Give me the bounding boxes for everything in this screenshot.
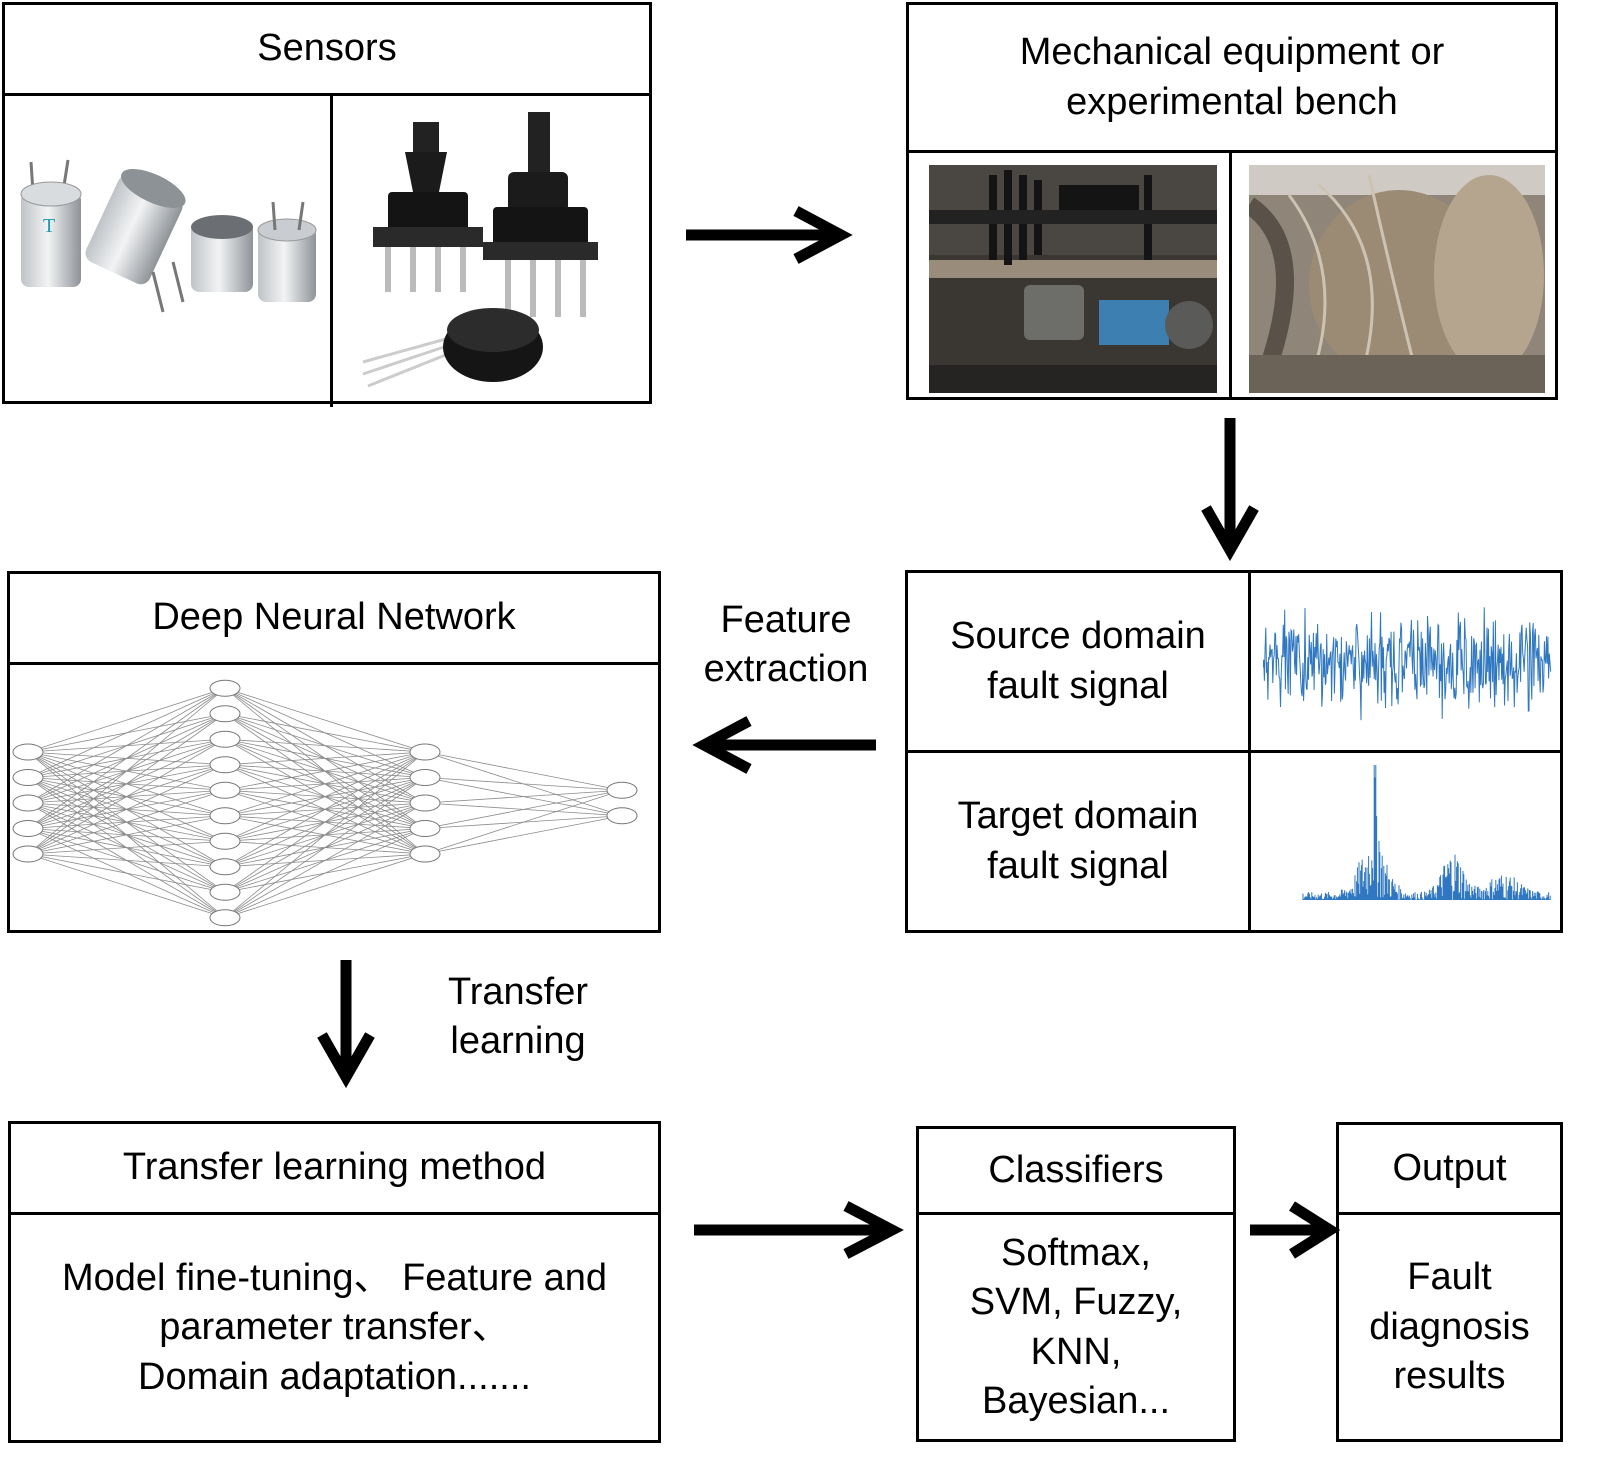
arrow-left-icon (692, 716, 876, 774)
network-edge (224, 853, 426, 919)
network-edge (224, 751, 426, 868)
network-node (12, 743, 44, 761)
dnn-box: Deep Neural Network (7, 571, 661, 933)
source-signal-label: Source domain fault signal (950, 615, 1206, 707)
network-node (409, 769, 441, 786)
svg-text:T: T (43, 215, 55, 237)
dnn-title: Deep Neural Network (10, 574, 658, 665)
arrow-right-icon (686, 206, 853, 264)
equipment-title: Mechanical equipment or experimental ben… (909, 5, 1555, 153)
network-edge (424, 789, 623, 855)
output-results: Fault diagnosis results (1369, 1256, 1530, 1398)
network-node (12, 845, 44, 863)
classifiers-box: Classifiers Softmax, SVM, Fuzzy, KNN, Ba… (916, 1126, 1236, 1442)
source-signal-waveform (1263, 607, 1552, 721)
network-edge (224, 802, 426, 919)
network-edge (224, 738, 426, 753)
network-node (12, 769, 44, 786)
network-node (209, 883, 241, 901)
network-edge (424, 815, 623, 855)
arrow-right-icon (694, 1201, 904, 1259)
arrow-down-icon (1201, 418, 1259, 562)
network-node (209, 730, 241, 748)
network-node (209, 858, 241, 876)
network-edge (27, 789, 226, 855)
network-node (209, 756, 241, 774)
signals-box: Source domain fault signal Target domain… (905, 570, 1563, 933)
output-box: Output Fault diagnosis results (1336, 1122, 1563, 1442)
network-edge (224, 687, 426, 753)
network-node (209, 679, 241, 697)
network-edge (224, 777, 426, 919)
sensors-title: Sensors (5, 5, 649, 96)
network-edge (424, 789, 623, 829)
network-edge (27, 840, 226, 855)
network-edge (27, 687, 226, 804)
ultrasonic-sensors-icon: T (5, 96, 330, 407)
network-node (209, 705, 241, 723)
network-node (606, 807, 638, 825)
network-edge (27, 713, 226, 855)
network-node (209, 807, 241, 825)
network-node (209, 781, 241, 799)
network-edge (27, 687, 226, 855)
network-node (606, 781, 638, 799)
network-edge (27, 687, 226, 753)
network-edge (224, 751, 426, 766)
network-edge (27, 738, 226, 855)
arrow-right-icon (1250, 1201, 1341, 1259)
network-edge (424, 751, 623, 791)
classifiers-list: Softmax, SVM, Fuzzy, KNN, Bayesian... (969, 1231, 1183, 1422)
neural-network-diagram (12, 679, 638, 927)
network-node (409, 743, 441, 761)
transfer-learning-label: Transfer learning (447, 971, 589, 1063)
target-signal-label: Target domain fault signal (957, 795, 1199, 887)
network-edge (27, 815, 226, 855)
network-edge (424, 789, 623, 804)
network-edge (27, 687, 226, 778)
network-edge (424, 777, 623, 791)
network-edge (224, 751, 426, 919)
transfer-method-list: Model fine-tuning、 Feature and parameter… (62, 1256, 607, 1398)
arrow-down-icon (317, 960, 375, 1089)
network-edge (27, 853, 226, 919)
network-edge (27, 853, 226, 868)
transfer-method-title: Transfer learning method (11, 1124, 658, 1215)
network-edge (27, 764, 226, 855)
target-signal-spectrum (1302, 765, 1551, 900)
network-node (12, 794, 44, 812)
network-node (409, 820, 441, 837)
network-node (409, 794, 441, 812)
network-edge (224, 751, 426, 791)
test-bench-photo (929, 165, 1217, 393)
network-edge (27, 687, 226, 829)
transfer-method-box: Transfer learning method Model fine-tuni… (8, 1121, 661, 1443)
pressure-sensors-icon (333, 96, 652, 407)
equipment-box: Mechanical equipment or experimental ben… (906, 2, 1558, 400)
network-edge (224, 751, 426, 893)
network-edge (224, 751, 426, 842)
network-node (409, 845, 441, 863)
network-node (209, 832, 241, 850)
network-edge (27, 853, 226, 893)
network-node (12, 820, 44, 837)
network-node (209, 909, 241, 927)
network-edge (224, 751, 426, 817)
network-edge (224, 713, 426, 753)
feature-extraction-label: Feature extraction (703, 599, 869, 691)
output-title: Output (1339, 1125, 1560, 1215)
aero-engine-photo (1243, 165, 1545, 393)
sensors-box: Sensors T (2, 2, 652, 407)
classifiers-title: Classifiers (919, 1129, 1233, 1215)
network-edge (224, 828, 426, 919)
